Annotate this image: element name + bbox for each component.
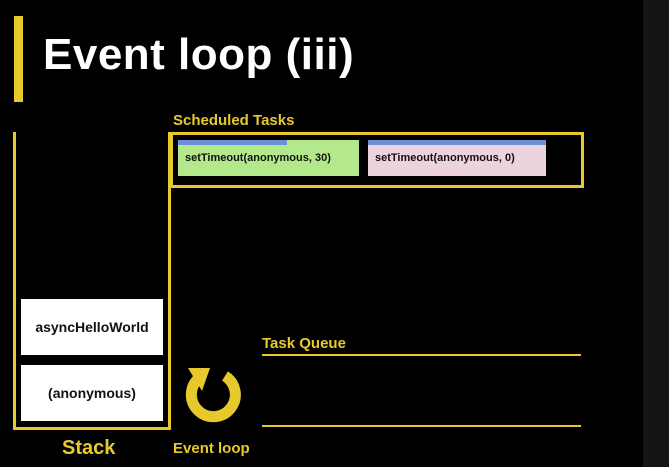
- task-label: setTimeout(anonymous, 0): [375, 152, 515, 164]
- stack-label: Stack: [62, 437, 116, 459]
- event-loop-label: Event loop: [173, 440, 250, 457]
- stack-frame-item: (anonymous): [21, 365, 163, 421]
- scheduled-task-card: setTimeout(anonymous, 30): [178, 140, 359, 176]
- refresh-arrow-icon: [185, 368, 241, 423]
- slide-edge-strip: [643, 0, 669, 467]
- task-queue-bottom-border: [262, 425, 581, 427]
- title-accent-bar: [14, 16, 23, 102]
- scheduled-tasks-label: Scheduled Tasks: [173, 112, 295, 129]
- scheduled-tasks-container: setTimeout(anonymous, 30) setTimeout(ano…: [170, 132, 584, 188]
- task-label: setTimeout(anonymous, 30): [185, 152, 331, 164]
- scheduled-task-card: setTimeout(anonymous, 0): [368, 140, 546, 176]
- slide-title: Event loop (iii): [43, 30, 355, 79]
- task-queue-label: Task Queue: [262, 335, 346, 352]
- stack-container: asyncHelloWorld (anonymous): [13, 132, 171, 430]
- stack-frame-item: asyncHelloWorld: [21, 299, 163, 355]
- task-progress-bar: [178, 140, 287, 145]
- task-queue-top-border: [262, 354, 581, 356]
- task-progress-bar: [368, 140, 546, 145]
